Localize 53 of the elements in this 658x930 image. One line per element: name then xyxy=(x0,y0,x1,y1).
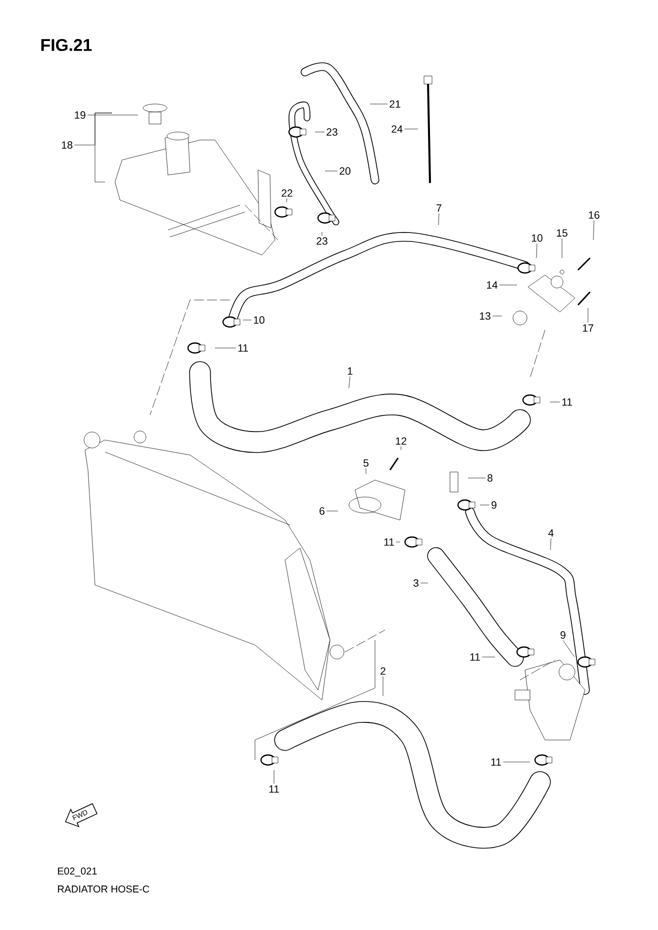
leader-line xyxy=(324,170,338,172)
callout-number: 11 xyxy=(491,758,501,766)
leader-line xyxy=(420,582,428,584)
callout-number: 2 xyxy=(380,667,386,675)
callout-number: 8 xyxy=(488,474,492,482)
leader-line xyxy=(382,676,384,696)
leader-line xyxy=(482,656,496,658)
callout-number: 1 xyxy=(348,367,352,375)
figure-title: FIG.21 xyxy=(41,39,92,52)
callout-number: 9 xyxy=(560,631,566,639)
callout-number: 13 xyxy=(480,312,490,320)
callout-number: 22 xyxy=(282,189,292,197)
callout-number: 10 xyxy=(254,316,264,324)
drawing-code: E02_021 xyxy=(58,868,97,876)
callout-number: 15 xyxy=(556,229,568,237)
callout-number: 23 xyxy=(326,128,338,136)
callout-number: 19 xyxy=(74,111,86,119)
leader-line xyxy=(87,114,138,116)
callout-number: 11 xyxy=(470,653,480,661)
leader-line xyxy=(326,510,338,512)
leader-line xyxy=(499,284,518,286)
callout-number: 6 xyxy=(320,507,324,515)
callout-number: 24 xyxy=(392,125,403,133)
callout-number: 10 xyxy=(532,234,542,242)
callout-number: 17 xyxy=(582,324,594,332)
callout-number: 18 xyxy=(62,141,72,149)
leader-line xyxy=(348,376,350,388)
callout-number: 3 xyxy=(413,579,418,587)
leader-line xyxy=(562,640,574,657)
callout-number: 12 xyxy=(396,437,406,445)
callout-number: 23 xyxy=(316,237,328,245)
figure-caption: RADIATOR HOSE-C xyxy=(58,885,150,893)
callout-number: 5 xyxy=(364,459,368,467)
callout-number: 9 xyxy=(492,501,496,509)
leader-line xyxy=(550,538,552,550)
leader-line xyxy=(480,504,490,506)
leader-line xyxy=(74,112,112,182)
leader-line xyxy=(404,128,418,130)
leader-line xyxy=(400,446,402,450)
callout-number: 11 xyxy=(269,785,279,793)
callout-number: 16 xyxy=(588,211,600,219)
callout-number: 4 xyxy=(548,529,554,537)
callout-number: 20 xyxy=(340,167,350,175)
callout-number: 7 xyxy=(436,204,442,212)
leader-line xyxy=(536,243,538,258)
leader-line xyxy=(286,198,288,202)
callout-number: 11 xyxy=(562,398,572,406)
callout-number: 21 xyxy=(390,100,400,108)
callout-number: 11 xyxy=(384,538,394,546)
callout-number: 14 xyxy=(486,281,498,289)
leader-line xyxy=(593,220,594,240)
leader-line xyxy=(438,213,440,226)
callout-number: 11 xyxy=(238,344,248,352)
